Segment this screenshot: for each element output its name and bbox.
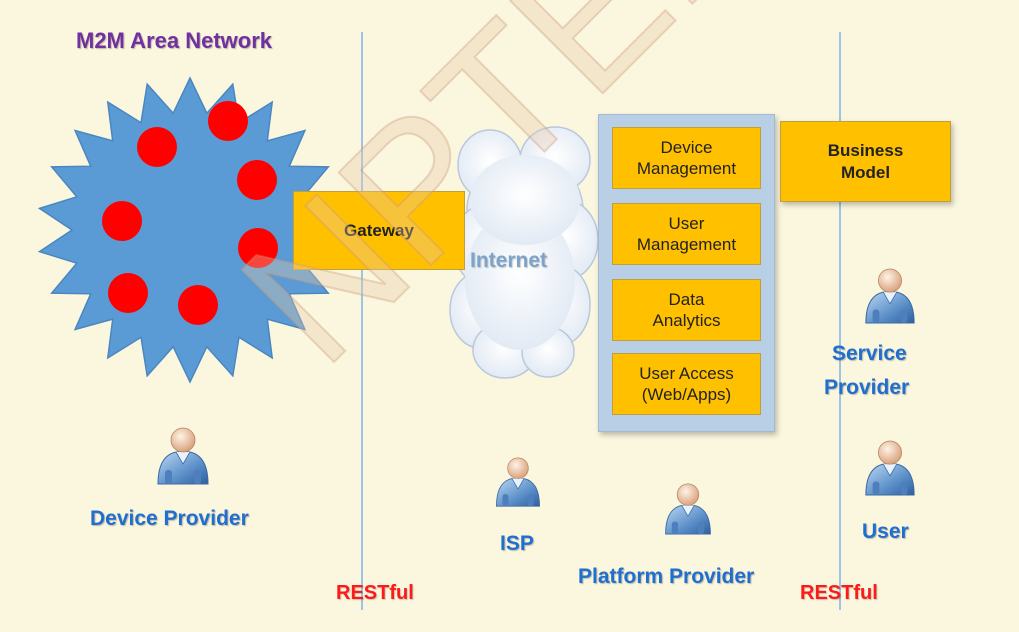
device-node-dot <box>237 160 277 200</box>
business-model-box: Business Model <box>780 121 951 202</box>
device-management-box: Device Management <box>612 127 761 189</box>
device-node-dot <box>137 127 177 167</box>
data-analytics-box: Data Analytics <box>612 279 761 341</box>
module-label-line: Device <box>660 137 713 157</box>
module-label-line: (Web/Apps) <box>641 385 732 404</box>
internet-label: Internet <box>470 249 548 272</box>
device-nodes <box>102 101 278 325</box>
device-provider-person-icon <box>157 427 209 485</box>
platform-provider-person-icon <box>665 483 711 535</box>
device-node-dot <box>238 228 278 268</box>
restful-label-right: RESTful <box>800 582 878 604</box>
user-access-box: User Access (Web/Apps) <box>612 353 761 415</box>
isp-person-icon <box>496 457 540 507</box>
service-provider-label-line2: Provider <box>824 376 910 399</box>
service-provider-label-line1: Service <box>832 342 907 365</box>
user-label: User <box>862 520 909 543</box>
module-label-line: User Access <box>639 363 734 383</box>
module-label-line: Analytics <box>652 311 721 330</box>
device-node-dot <box>108 273 148 313</box>
module-label-line: User <box>668 213 705 233</box>
device-provider-label: Device Provider <box>90 507 249 530</box>
device-node-dot <box>102 201 142 241</box>
internet-cloud <box>449 126 599 379</box>
platform-provider-label: Platform Provider <box>578 565 755 588</box>
gateway-label: Gateway <box>344 220 414 240</box>
restful-label-left: RESTful <box>336 582 414 604</box>
user-management-box: User Management <box>612 203 761 265</box>
gateway-box: Gateway <box>293 191 465 270</box>
module-label-line: Management <box>636 159 737 178</box>
device-node-dot <box>178 285 218 325</box>
module-label-line: Data <box>668 289 705 309</box>
business-model-label-line: Model <box>840 162 891 182</box>
m2m-network-title: M2M Area Network <box>76 28 273 53</box>
user-person-icon <box>865 440 915 496</box>
business-model-label-line: Business <box>827 141 904 161</box>
module-label-line: Management <box>636 235 737 254</box>
device-node-dot <box>208 101 248 141</box>
service-provider-person-icon <box>865 268 915 324</box>
isp-label: ISP <box>500 532 534 555</box>
